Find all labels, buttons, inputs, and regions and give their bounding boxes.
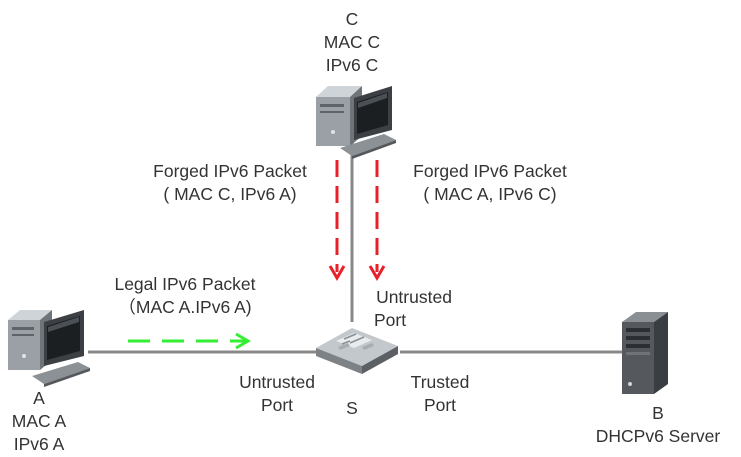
forged-packet-left-label: Forged IPv6 Packet ( MAC C, IPv6 A) — [130, 160, 330, 206]
forged-arrow-right — [368, 160, 386, 281]
port-right-label: Trusted Port — [398, 371, 482, 417]
computer-a-icon — [8, 310, 90, 387]
legal-title: Legal IPv6 Packet — [114, 274, 256, 294]
legal-arrow — [128, 332, 251, 350]
legal-packet-label: Legal IPv6 Packet （MAC A.IPv6 A) — [80, 273, 290, 319]
host-a-ip: IPv6 A — [13, 434, 65, 454]
port-right-line2: Port — [423, 395, 457, 415]
forged-right-title: Forged IPv6 Packet — [413, 161, 567, 181]
host-a-name: A — [33, 388, 45, 408]
host-a-label: A MAC A IPv6 A — [4, 387, 74, 456]
server-b-role: DHCPv6 Server — [595, 426, 721, 446]
host-c-name: C — [345, 9, 359, 29]
server-b-icon — [622, 312, 668, 394]
port-left-label: Untrusted Port — [222, 371, 332, 417]
server-b-name: B — [652, 403, 664, 423]
computer-c-icon — [316, 86, 396, 159]
port-top-line2: Port — [374, 310, 407, 330]
forged-packet-right-label: Forged IPv6 Packet ( MAC A, IPv6 C) — [388, 160, 592, 206]
port-left-line2: Port — [260, 395, 294, 415]
host-c-label: C MAC C IPv6 C — [300, 8, 404, 77]
forged-left-title: Forged IPv6 Packet — [153, 161, 307, 181]
forged-right-detail: ( MAC A, IPv6 C) — [423, 184, 557, 204]
switch-s-icon — [316, 328, 398, 374]
switch-s-name: S — [346, 398, 358, 418]
forged-left-detail: ( MAC C, IPv6 A) — [163, 184, 297, 204]
port-left-line1: Untrusted — [239, 372, 315, 392]
host-a-mac: MAC A — [11, 411, 67, 431]
forged-arrow-left — [328, 160, 346, 281]
port-top-label: Untrusted Port — [362, 286, 466, 332]
port-top-line1: Untrusted — [376, 287, 452, 307]
host-c-mac: MAC C — [323, 32, 381, 52]
host-c-ip: IPv6 C — [325, 55, 379, 75]
switch-s-label: S — [340, 397, 364, 420]
server-b-label: B DHCPv6 Server — [578, 402, 738, 448]
legal-detail: （MAC A.IPv6 A) — [118, 297, 252, 317]
port-right-line1: Trusted — [410, 372, 470, 392]
